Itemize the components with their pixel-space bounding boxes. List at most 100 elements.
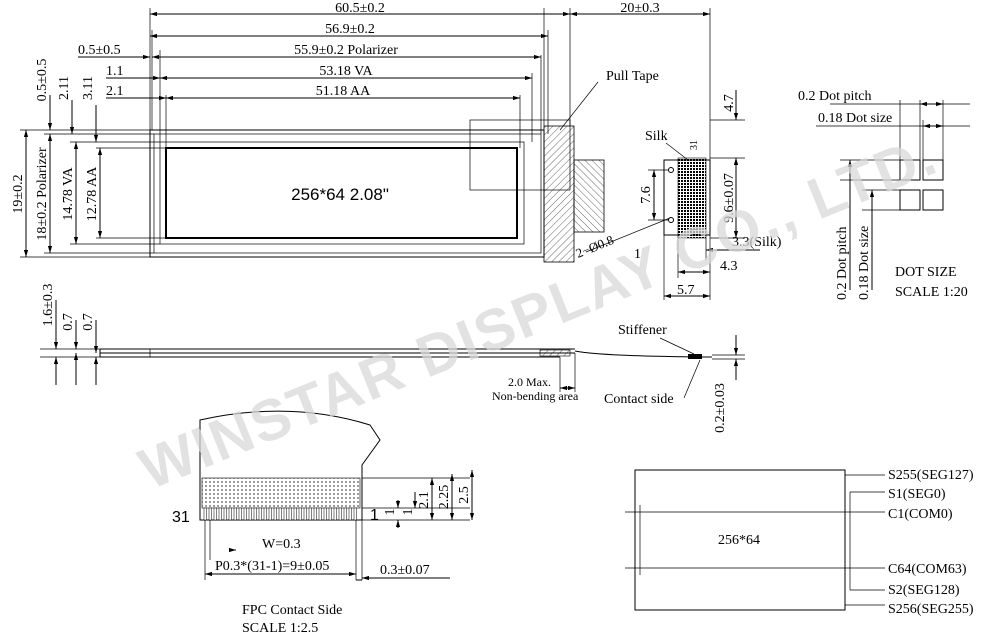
display-label: 256*64 2.08" <box>291 185 389 204</box>
dim-va-w: 53.18 VA <box>319 64 373 79</box>
pull-tape-label: Pull Tape <box>606 69 659 84</box>
contact-finger <box>238 507 242 521</box>
contact-finger <box>283 507 287 521</box>
dot-size-v: 0.18 Dot size <box>857 226 872 300</box>
contact-finger <box>218 507 222 521</box>
contact-finger <box>228 507 232 521</box>
contact-finger <box>313 507 317 521</box>
dim-07a: 0.7 <box>61 313 76 331</box>
contact-finger <box>233 507 237 521</box>
fpc-contact-title: FPC Contact Side <box>242 603 342 618</box>
watermark: WINSTAR DISPLAY CO., LTD. <box>131 122 947 502</box>
dot-pitch-v: 0.2 Dot pitch <box>835 227 850 301</box>
dot-size-detail: 0.2 Dot pitch 0.18 Dot size 0.2 Dot pitc… <box>798 89 970 300</box>
contact-finger <box>323 507 327 521</box>
pin-1-small: 1 <box>689 227 700 232</box>
hole-bottom-icon <box>668 217 674 223</box>
dot-size-h: 0.18 Dot size <box>818 111 892 126</box>
dim-va-h: 14.78 VA <box>61 167 76 221</box>
com-c64: C64(COM63) <box>888 562 967 577</box>
pin-1-contact: 1 <box>370 507 379 524</box>
dim-v-211: 2.11 <box>57 76 72 100</box>
dim-47: 4.7 <box>722 94 737 112</box>
dim-v25: 2.5 <box>457 486 472 504</box>
pin-31-contact: 31 <box>172 509 190 526</box>
dim-width-total: 60.5±0.2 <box>335 1 385 16</box>
dim-off-05: 0.5±0.5 <box>78 43 121 58</box>
fpc-stub <box>573 159 605 233</box>
dim-43: 4.3 <box>720 259 738 274</box>
pad-pitch: P0.3*(31-1)=9±0.05 <box>215 559 329 574</box>
contact-finger <box>258 507 262 521</box>
contact-finger <box>213 507 217 521</box>
front-view: 256*64 2.08" Pull Tape 60.5±0.2 20±0.3 5… <box>11 1 711 263</box>
contact-finger <box>273 507 277 521</box>
pin-31-small: 31 <box>689 140 700 150</box>
dot-3 <box>899 189 921 211</box>
contact-finger <box>263 507 267 521</box>
fpc-contact-view: 31 1 W=0.3 P0.3*(31-1)=9±0.05 0.3±0.07 1… <box>172 410 475 636</box>
dim-v-311: 3.11 <box>81 76 96 100</box>
hole-top-icon <box>668 167 674 173</box>
polarizer-outline <box>153 133 542 254</box>
contact-finger <box>308 507 312 521</box>
dim-v1b: 1 <box>401 509 416 516</box>
contact-finger <box>208 507 212 521</box>
pixel-schematic: 256*64 S255(SEG127) S1(SEG0) C1(COM0) C6… <box>625 468 974 617</box>
contact-fingers <box>203 507 357 521</box>
dot-2 <box>922 159 944 181</box>
contact-finger <box>268 507 272 521</box>
contact-finger <box>333 507 337 521</box>
dim-v-05: 0.5±0.5 <box>35 59 50 102</box>
va-outline <box>159 141 525 245</box>
contact-side-label: Contact side <box>604 392 674 407</box>
contact-finger <box>353 507 357 521</box>
dot-title: DOT SIZE <box>895 265 957 280</box>
fpc-outline <box>199 410 381 521</box>
dim-07b: 0.7 <box>81 313 96 331</box>
non-bending: Non-bending area <box>492 389 579 403</box>
stiffener-block <box>688 354 702 359</box>
dim-v225: 2.25 <box>437 485 452 510</box>
max-bend: 2.0 Max. <box>508 375 551 389</box>
dim-polarizer-h: 18±0.2 Polarizer <box>35 147 50 241</box>
stiffener-label: Stiffener <box>618 323 667 338</box>
dim-02: 0.2±0.03 <box>713 383 728 433</box>
schematic-label: 256*64 <box>718 533 760 548</box>
silk-pad-grid <box>677 157 707 239</box>
schematic-box <box>634 469 846 611</box>
dot-1 <box>899 159 921 181</box>
dim-v21: 2.1 <box>417 491 432 509</box>
contact-finger <box>338 507 342 521</box>
dim-aa-h: 12.78 AA <box>85 166 100 221</box>
contact-finger <box>298 507 302 521</box>
pad-width: W=0.3 <box>262 537 301 552</box>
dim-16: 1.6±0.3 <box>41 284 56 327</box>
contact-finger <box>248 507 252 521</box>
dim-aa-w: 51.18 AA <box>316 84 371 99</box>
side-view: 1.6±0.3 0.7 0.7 Stiffener 2.0 Max. Non-b… <box>40 284 745 433</box>
aa-outline <box>165 147 518 239</box>
seg-s1: S1(SEG0) <box>888 487 946 502</box>
contact-finger <box>223 507 227 521</box>
contact-finger <box>303 507 307 521</box>
contact-finger <box>253 507 257 521</box>
contact-finger <box>243 507 247 521</box>
dim-03-contact: 0.3±0.07 <box>380 563 430 578</box>
dim-off-21: 2.1 <box>106 84 124 99</box>
contact-finger <box>288 507 292 521</box>
dim-76: 7.6 <box>639 186 654 204</box>
dim-height-total: 19±0.2 <box>11 174 26 213</box>
dim-polarizer-w: 55.9±0.2 Polarizer <box>294 43 398 58</box>
contact-finger <box>343 507 347 521</box>
seg-s256: S256(SEG255) <box>888 602 974 617</box>
dot-pitch-h: 0.2 Dot pitch <box>798 89 872 104</box>
fpc-contact-scale: SCALE 1:2.5 <box>242 621 318 636</box>
dot-scale: SCALE 1:20 <box>895 285 968 300</box>
dim-off-11: 1.1 <box>106 64 124 79</box>
com-c1: C1(COM0) <box>888 507 953 522</box>
contact-pads <box>201 477 361 509</box>
seg-s2: S2(SEG128) <box>888 583 960 598</box>
contact-finger <box>318 507 322 521</box>
contact-finger <box>203 507 207 521</box>
